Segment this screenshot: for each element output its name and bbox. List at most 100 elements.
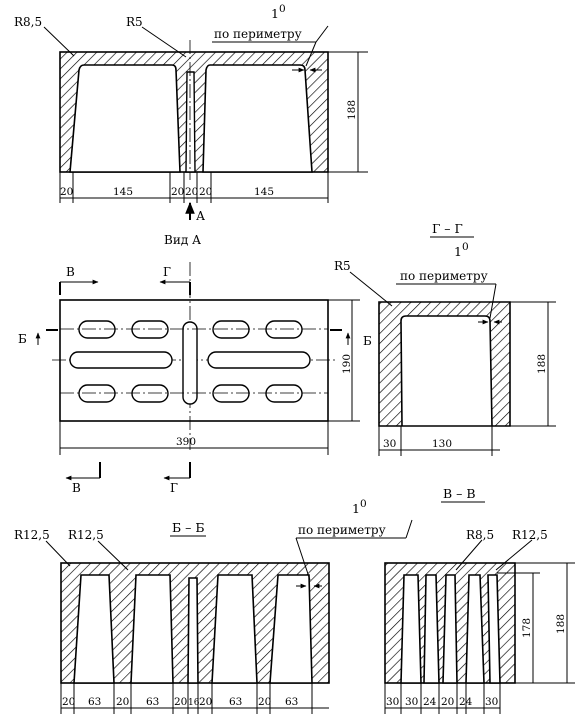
- plan-view-outline: [59, 299, 329, 422]
- section-gg-perimeter: по периметру: [400, 269, 488, 283]
- section-bb-dim: 16: [188, 698, 200, 708]
- section-vv-dim: 30: [405, 696, 418, 708]
- section-gg-title: Г – Г: [432, 221, 463, 236]
- plan-slot: [131, 384, 169, 403]
- section-vv-cavity: [423, 574, 440, 684]
- section-gg-perimeter-leader: [489, 283, 497, 319]
- section-bb-dim: 63: [146, 696, 159, 708]
- top-view-dim-20d: 20: [199, 186, 212, 198]
- section-bb-dim: 20: [62, 696, 75, 708]
- section-gg-angle-degree: 0: [462, 241, 469, 253]
- section-gg-dim-130: 130: [432, 438, 452, 450]
- top-view-dim-20c: 20: [185, 186, 198, 198]
- section-vv-title: В – В: [443, 486, 476, 501]
- section-bb-dim: 20: [258, 696, 271, 708]
- section-bb-radius-a: R12,5: [14, 528, 50, 542]
- cut-v-top-label: В: [66, 265, 75, 279]
- section-vv-dim: 24: [423, 696, 437, 708]
- plan-slot: [265, 384, 303, 403]
- plan-slot: [265, 320, 303, 339]
- top-view-angle-degree: 0: [279, 3, 286, 15]
- section-bb-cavity: [187, 577, 199, 684]
- section-vv-height-dim: 188: [555, 614, 567, 634]
- section-bb-cavity: [211, 574, 258, 684]
- section-vv-cavity: [465, 574, 485, 684]
- section-vv-cavity: [400, 574, 422, 684]
- section-bb-dim: 63: [285, 696, 298, 708]
- top-view-leader-r5: [141, 26, 187, 58]
- section-bb: Б – Б R12,5 R12,5 1 0 по периметру 20 6: [14, 498, 413, 714]
- section-gg-dim-30: 30: [383, 438, 396, 450]
- section-vv-radius-a: R8,5: [466, 528, 494, 542]
- section-bb-leader-b: [97, 540, 129, 571]
- cut-g-top-label: Г: [163, 265, 171, 279]
- section-gg-leader-r5: [349, 271, 393, 307]
- top-view-dim-145a: 145: [113, 186, 133, 198]
- plan-height-dim: 190: [341, 354, 353, 374]
- plan-slot: [78, 384, 116, 403]
- section-bb-cavity: [73, 574, 115, 684]
- top-view-radius-left: R8,5: [14, 15, 42, 29]
- section-bb-dim: 63: [88, 696, 101, 708]
- top-view-height-dim: 188: [346, 100, 358, 120]
- section-bb-dim: 20: [116, 696, 129, 708]
- cut-b-right-label: Б: [363, 334, 372, 348]
- plan-view: В Г В Г Б Б 190 390: [18, 262, 372, 495]
- top-view-perimeter-leader: [315, 25, 329, 43]
- top-view-dim-145b: 145: [254, 186, 274, 198]
- section-bb-cavity: [130, 574, 174, 684]
- section-bb-angle-degree: 0: [360, 498, 367, 510]
- section-bb-perimeter-leader-2: [295, 537, 311, 581]
- section-vv-dim: 30: [386, 696, 399, 708]
- plan-slot-vertical: [182, 321, 198, 405]
- cut-g-bottom-label: Г: [170, 481, 178, 495]
- section-gg: Г – Г 1 0 по периметру R5 188 30 130: [334, 221, 556, 456]
- plan-slot-long: [69, 351, 173, 369]
- top-view-slot-center: [185, 71, 196, 173]
- section-vv-dim: 24: [459, 696, 473, 708]
- section-bb-cavity: [269, 574, 313, 684]
- section-vv-leader-b: [495, 539, 533, 571]
- view-a-label: Вид А: [164, 233, 201, 247]
- view-a-arrow-letter: А: [196, 209, 205, 223]
- section-vv-inner-height-dim: 178: [521, 618, 533, 638]
- section-gg-height-dim: 188: [536, 354, 548, 374]
- top-view-perimeter-leader-2: [305, 41, 317, 67]
- section-bb-title: Б – Б: [172, 520, 205, 535]
- top-view-radius-mid: R5: [126, 15, 143, 29]
- top-view-angle: 1: [271, 6, 279, 21]
- section-bb-radius-b: R12,5: [68, 528, 104, 542]
- section-vv-radius-b: R12,5: [512, 528, 548, 542]
- plan-slot: [78, 320, 116, 339]
- plan-slot: [212, 384, 250, 403]
- section-bb-dim: 20: [199, 696, 212, 708]
- section-bb-leader-a: [45, 540, 71, 567]
- top-view-dim-20a: 20: [60, 186, 73, 198]
- section-vv-cavity: [442, 574, 458, 684]
- section-vv: В – В R8,5 R12,5 178 188 30 30 24 20 24 …: [384, 486, 575, 714]
- section-gg-body: [378, 301, 511, 427]
- plan-slot: [212, 320, 250, 339]
- section-vv-dim: 30: [485, 696, 498, 708]
- section-bb-dim: 63: [229, 696, 242, 708]
- section-vv-leader-a: [455, 539, 483, 571]
- section-bb-angle: 1: [352, 501, 360, 516]
- section-bb-dim: 20: [174, 696, 187, 708]
- section-vv-dim: 20: [441, 696, 454, 708]
- plan-slot: [131, 320, 169, 339]
- top-view-leader-r85: [43, 26, 75, 57]
- section-vv-cavity: [487, 574, 501, 684]
- section-bb-perimeter-leader: [405, 519, 413, 539]
- cut-b-left-label: Б: [18, 332, 27, 346]
- top-view-cavity-right: [202, 64, 313, 173]
- top-view-dim-20b: 20: [171, 186, 184, 198]
- section-gg-radius: R5: [334, 259, 351, 273]
- top-view-perimeter: по периметру: [214, 27, 302, 41]
- section-gg-angle: 1: [454, 244, 462, 259]
- cut-v-bottom-label: В: [72, 481, 81, 495]
- top-view: R8,5 R5 1 0 по периметру 188 20 145 20 2…: [14, 3, 368, 247]
- plan-slot-long: [207, 351, 311, 369]
- top-view-cavity-left: [69, 64, 181, 173]
- plan-length-dim: 390: [176, 436, 196, 448]
